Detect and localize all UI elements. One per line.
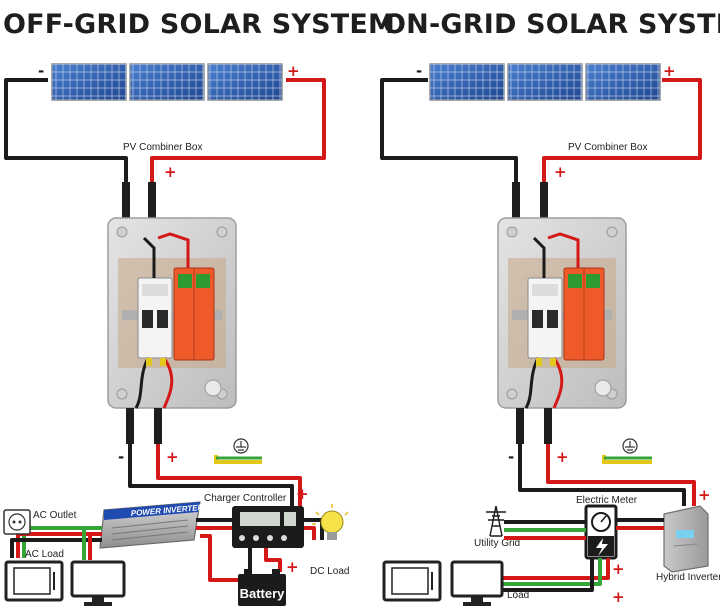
mc4-connector-icon: [516, 408, 524, 444]
solar-panel-icon: [429, 63, 505, 101]
combiner-in-plus-sign: +: [164, 163, 177, 181]
ac-neutral-wire: [10, 538, 102, 558]
on-grid-title: ON-GRID SOLAR SYSTEM: [383, 9, 720, 40]
panel-minus-sign: -: [416, 62, 422, 80]
hybrid-inverter-icon: [663, 505, 709, 573]
load-neutral-wire: [496, 558, 594, 592]
panel-plus-sign: +: [663, 62, 676, 80]
monitor-icon: [4, 560, 64, 602]
solar-panel-icon: [207, 63, 283, 101]
combiner-box-label: PV Combiner Box: [568, 142, 647, 153]
monitor-icon: [450, 560, 504, 606]
mc4-connector-icon: [126, 408, 134, 444]
charger-controller-icon: [232, 506, 304, 548]
ac-load-label: AC Load: [25, 549, 64, 560]
mc4-connector-icon: [122, 182, 130, 218]
ac-outlet-label: AC Outlet: [33, 510, 77, 521]
combiner-out-minus-sign: -: [118, 448, 124, 466]
monitor-icon: [70, 560, 126, 606]
utility-grid-tower-icon: [486, 505, 506, 537]
combiner-box-icon: [496, 216, 628, 410]
dc-load-positive-wire: [304, 526, 316, 540]
panel-minus-sign: -: [38, 62, 44, 80]
combiner-box-icon: [106, 216, 238, 410]
dc-negative-wire: [128, 444, 294, 506]
pv-negative-wire: [4, 78, 128, 182]
charger-controller-label: Charger Controller: [204, 493, 287, 504]
electric-meter-icon: [584, 504, 618, 560]
light-bulb-icon: [312, 504, 349, 540]
battery-icon: [238, 569, 286, 606]
pv-positive-wire: [542, 78, 702, 182]
ground-symbol-icon: [602, 438, 652, 464]
utility-grid-label: Utility Grid: [474, 538, 520, 549]
mc4-connector-icon: [154, 408, 162, 444]
dc-positive-wire: [156, 444, 302, 506]
pv-negative-wire: [380, 78, 518, 182]
inverter-battery-wire: [200, 534, 238, 582]
load-label: Load: [507, 590, 529, 601]
off-grid-title: OFF-GRID SOLAR SYSTEM: [3, 9, 395, 40]
solar-panel-icon: [129, 63, 205, 101]
combiner-in-plus-sign: +: [554, 163, 567, 181]
dc-positive-wire: [546, 444, 696, 506]
combiner-box-label: PV Combiner Box: [123, 142, 202, 153]
meter-out-plus-sign: +: [612, 560, 625, 578]
electric-meter-label: Electric Meter: [576, 495, 638, 506]
solar-panel-icon: [585, 63, 661, 101]
combiner-out-minus-sign: -: [508, 448, 514, 466]
ground-symbol-icon: [214, 438, 262, 464]
panel-plus-sign: +: [287, 62, 300, 80]
load-live-wire: [496, 558, 610, 580]
controller-in-plus-sign: +: [296, 485, 309, 503]
battery-positive-wire: [264, 548, 282, 572]
monitor-icon: [382, 560, 442, 602]
ac-outlet-icon: [3, 509, 31, 535]
inverter-in-plus-sign: +: [698, 486, 711, 504]
mc4-connector-icon: [512, 182, 520, 218]
off-grid-panel: OFF-GRID SOLAR SYSTEM - + PV Combiner Bo…: [3, 9, 395, 606]
on-grid-panel: ON-GRID SOLAR SYSTEM - + PV Combiner Box…: [380, 9, 720, 606]
hybrid-inverter-label: Hybrid Inverter: [656, 572, 720, 583]
solar-panel-icon: [51, 63, 127, 101]
load-ground-wire: [496, 558, 602, 586]
pv-positive-wire: [150, 78, 326, 182]
power-inverter-icon: [99, 501, 201, 549]
battery-plus-sign: +: [286, 558, 299, 576]
combiner-out-plus-sign: +: [166, 448, 179, 466]
mc4-connector-icon: [544, 408, 552, 444]
dc-load-label: DC Load: [310, 566, 349, 577]
battery-label: Battery: [240, 586, 286, 601]
meter-out-plus-sign-2: +: [612, 588, 625, 606]
mc4-connector-icon: [540, 182, 548, 218]
mc4-connector-icon: [148, 182, 156, 218]
dc-negative-wire: [518, 444, 686, 506]
combiner-out-plus-sign: +: [556, 448, 569, 466]
solar-panel-icon: [507, 63, 583, 101]
